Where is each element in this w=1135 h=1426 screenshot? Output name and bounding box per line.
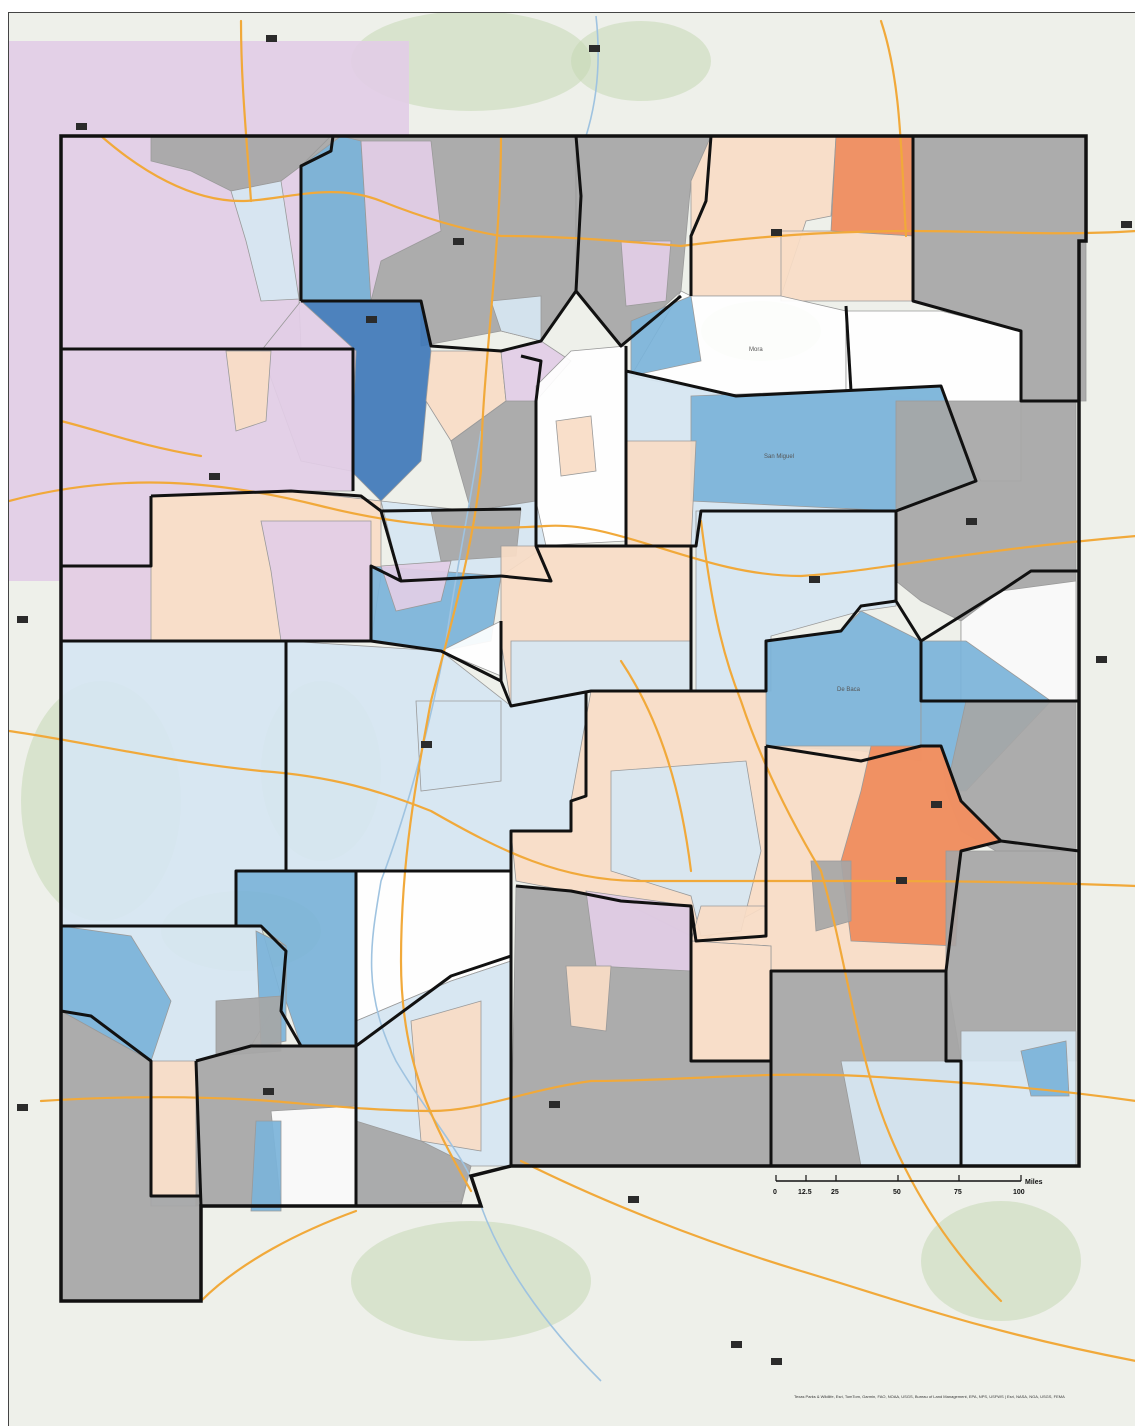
basemap-labels: San Miguel De Baca Mora <box>749 347 861 693</box>
outside-region <box>59 41 409 136</box>
scale-tick-label: 50 <box>893 1189 901 1196</box>
scale-tick-label: 75 <box>954 1189 962 1196</box>
highway-shields <box>17 35 1132 1365</box>
highway-shield-icon <box>209 473 220 480</box>
county-boundaries <box>59 134 1088 1303</box>
region <box>565 965 612 1032</box>
region <box>270 1105 357 1207</box>
region <box>765 610 922 762</box>
region <box>810 860 852 932</box>
highway-shield-icon <box>731 1341 742 1348</box>
region <box>620 240 672 307</box>
river-layer <box>370 15 602 1382</box>
region <box>225 350 272 432</box>
highway-shield-icon <box>266 35 277 42</box>
place-label: Mora <box>749 347 763 353</box>
place-label: De Baca <box>837 687 861 693</box>
scale-tick-label: 0 <box>773 1189 777 1196</box>
highway-shield-icon <box>366 316 377 323</box>
map-frame[interactable]: San Miguel De Baca Mora <box>8 12 1135 1426</box>
highway-shield-icon <box>966 518 977 525</box>
highway-shield-icon <box>809 576 820 583</box>
scale-tick-label: 25 <box>831 1189 839 1196</box>
map-attribution: Texas Parks & Wildlife, Esri, TomTom, Ga… <box>794 1394 1065 1399</box>
highway-shield-icon <box>76 123 87 130</box>
scale-bar: 0 12.5 25 50 75 100 Miles <box>773 1175 1043 1196</box>
highway-shield-icon <box>1121 221 1132 228</box>
region <box>690 940 772 1062</box>
highway-shield-icon <box>896 877 907 884</box>
region <box>410 1000 482 1152</box>
region <box>150 1060 197 1197</box>
highway-shield-icon <box>17 1104 28 1111</box>
highway-shield-icon <box>421 741 432 748</box>
region <box>625 440 697 547</box>
scale-tick-label: 12.5 <box>798 1189 812 1196</box>
scale-unit-label: Miles <box>1025 1179 1043 1186</box>
region-layer <box>60 135 1087 1302</box>
highway-shield-icon <box>263 1088 274 1095</box>
highway-shield-icon <box>628 1196 639 1203</box>
highway-shield-icon <box>771 1358 782 1365</box>
highway-shield-icon <box>549 1101 560 1108</box>
region <box>360 140 442 302</box>
highway-shield-icon <box>1096 656 1107 663</box>
region <box>1020 1040 1070 1097</box>
highway-shield-icon <box>17 616 28 623</box>
place-label: San Miguel <box>764 454 794 460</box>
highway-shield-icon <box>453 238 464 245</box>
highway-shield-icon <box>589 45 600 52</box>
region <box>490 295 542 342</box>
map-canvas[interactable]: San Miguel De Baca Mora <box>9 13 1135 1426</box>
region <box>60 565 152 642</box>
region <box>780 230 914 302</box>
highway-shield-icon <box>931 801 942 808</box>
highway-shield-icon <box>771 229 782 236</box>
region <box>555 415 597 477</box>
scale-tick-label: 100 <box>1013 1189 1025 1196</box>
region <box>230 180 300 302</box>
region <box>250 1120 282 1212</box>
